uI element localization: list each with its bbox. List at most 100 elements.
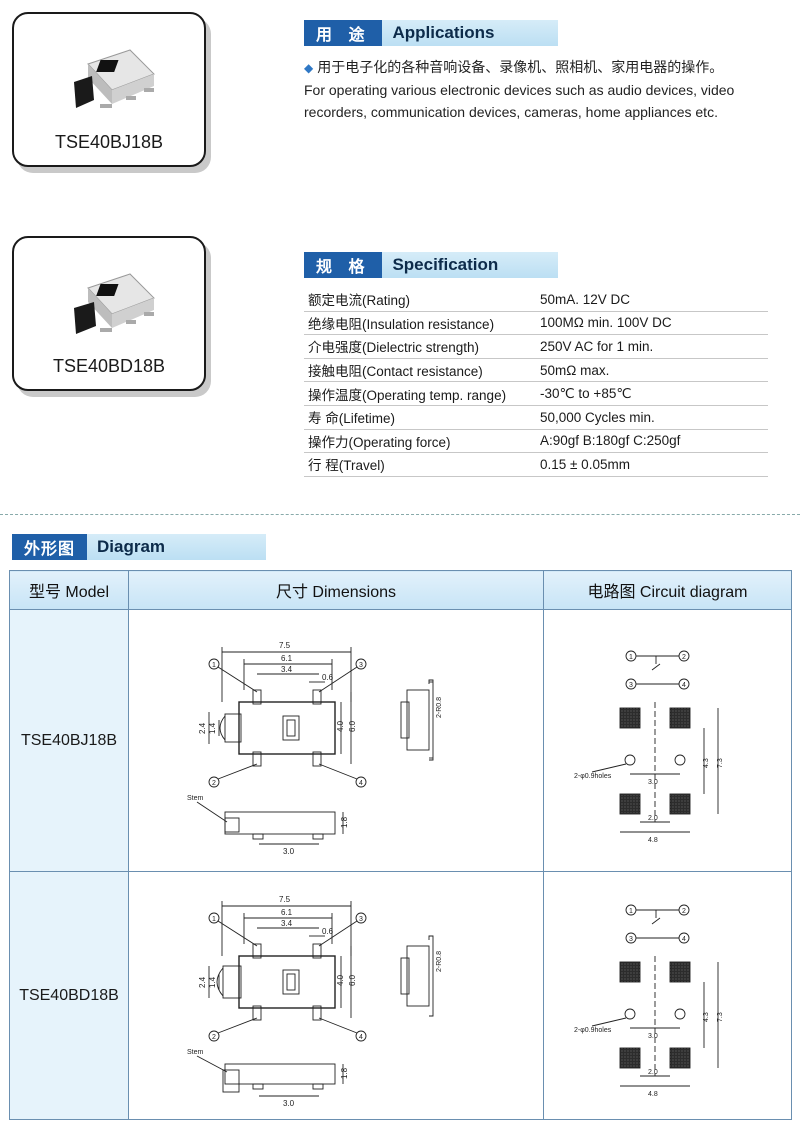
dim-6-1: 6.1 xyxy=(281,908,293,917)
circuit-dim-4-3: 4.3 xyxy=(703,1012,710,1022)
pin-label-3: 3 xyxy=(359,662,363,669)
circuit-diagram-svg: 1 2 3 4 xyxy=(574,650,724,844)
dimension-drawing-svg: 7.5 6.1 3.4 0.6 1 3 2 4 xyxy=(187,641,443,856)
spec-value: 50,000 Cycles min. xyxy=(530,405,768,430)
diagram-row: TSE40BJ18B 7.5 6.1 3.4 0.6 1 3 xyxy=(9,609,792,872)
spec-row: 操作温度(Operating temp. range)-30℃ to +85℃ xyxy=(304,381,768,406)
pin-label-2: 2 xyxy=(212,1034,216,1041)
pin-label-3: 3 xyxy=(359,916,363,923)
circuit-diagram-svg: 1 2 3 4 xyxy=(574,904,724,1098)
spec-value: 250V AC for 1 min. xyxy=(530,334,768,359)
dim-3-4: 3.4 xyxy=(281,665,293,674)
circuit-dim-7-3: 7.3 xyxy=(717,1012,724,1022)
diagram-model-name: TSE40BJ18B xyxy=(9,609,129,872)
stem-label: Stem xyxy=(187,795,204,802)
circuit-dim-4-8: 4.8 xyxy=(648,837,658,844)
circuit-dim-2-0: 2.0 xyxy=(648,815,658,822)
dim-6-1: 6.1 xyxy=(281,654,293,663)
dim-3-0: 3.0 xyxy=(283,1099,295,1108)
circuit-dim-3-0: 3.0 xyxy=(648,779,658,786)
diagram-model-name: TSE40BD18B xyxy=(9,871,129,1120)
applications-title-en: Applications xyxy=(382,20,558,46)
switch-photo-icon xyxy=(74,49,155,108)
diagram-table: 型号 Model 尺寸 Dimensions 电路图 Circuit diagr… xyxy=(9,570,792,1120)
dim-6-0: 6.0 xyxy=(348,974,357,986)
applications-title-zh: 用 途 xyxy=(304,20,383,46)
spec-row: 绝缘电阻(Insulation resistance)100MΩ min. 10… xyxy=(304,311,768,336)
spec-row: 行 程(Travel)0.15 ± 0.05mm xyxy=(304,452,768,477)
pin-label-4: 4 xyxy=(359,1034,363,1041)
diagram-title-zh: 外形图 xyxy=(12,534,88,560)
header-dimensions: 尺寸 Dimensions xyxy=(128,570,544,610)
spec-value: 100MΩ min. 100V DC xyxy=(530,311,768,336)
specification-title-en: Specification xyxy=(382,252,558,278)
specification-title-zh: 规 格 xyxy=(304,252,383,278)
diagram-title-en: Diagram xyxy=(87,534,266,560)
dim-1-8: 1.8 xyxy=(340,816,349,828)
circuit-dim-4-3: 4.3 xyxy=(703,758,710,768)
spec-row: 接触电阻(Contact resistance)50mΩ max. xyxy=(304,358,768,383)
header-model: 型号 Model xyxy=(9,570,129,610)
specification-table: 额定电流(Rating)50mA. 12V DC 绝缘电阻(Insulation… xyxy=(304,288,768,477)
dim-0-6: 0.6 xyxy=(322,673,334,682)
circuit-pin-2: 2 xyxy=(682,908,686,915)
specification-header: 规 格 Specification xyxy=(304,252,558,278)
circuit-dim-2-0: 2.0 xyxy=(648,1069,658,1076)
spec-row: 介电强度(Dielectric strength)250V AC for 1 m… xyxy=(304,334,768,359)
spec-label: 行 程(Travel) xyxy=(304,452,530,477)
dim-1-8: 1.8 xyxy=(340,1067,349,1079)
circuit-pin-1: 1 xyxy=(629,908,633,915)
spec-value: A:90gf B:180gf C:250gf xyxy=(530,429,768,454)
header-circuit: 电路图 Circuit diagram xyxy=(543,570,792,610)
product-name: TSE40BJ18B xyxy=(54,132,164,152)
applications-text-en: For operating various electronic devices… xyxy=(304,82,735,120)
stem-label: Stem xyxy=(187,1049,204,1056)
dim-7-5: 7.5 xyxy=(279,641,291,650)
spec-value: -30℃ to +85℃ xyxy=(530,381,768,406)
dim-2-4: 2.4 xyxy=(198,722,207,734)
spec-value: 50mΩ max. xyxy=(530,358,768,383)
product-card-1: TSE40BJ18B xyxy=(12,12,206,167)
circuit-dim-7-3: 7.3 xyxy=(717,758,724,768)
spec-row: 操作力(Operating force)A:90gf B:180gf C:250… xyxy=(304,429,768,454)
dim-0-6: 0.6 xyxy=(322,927,334,936)
circuit-holes: 2-φ0.9holes xyxy=(574,773,612,780)
dim-3-0: 3.0 xyxy=(283,847,295,856)
spec-label: 额定电流(Rating) xyxy=(304,288,530,312)
dim-7-5: 7.5 xyxy=(279,895,291,904)
circuit-pin-4: 4 xyxy=(682,936,686,943)
circuit-pin-2: 2 xyxy=(682,654,686,661)
section-divider xyxy=(0,514,800,515)
spec-value: 50mA. 12V DC xyxy=(530,288,768,312)
dimension-drawing: 7.5 6.1 3.4 0.6 1 3 2 4 xyxy=(128,609,544,872)
spec-row: 寿 命(Lifetime)50,000 Cycles min. xyxy=(304,405,768,430)
circuit-pin-1: 1 xyxy=(629,654,633,661)
product-card-2: TSE40BD18B xyxy=(12,236,206,391)
dim-4-0: 4.0 xyxy=(336,720,345,732)
product-name: TSE40BD18B xyxy=(52,356,166,376)
applications-text-zh: 用于电子化的各种音响设备、录像机、照相机、家用电器的操作。 xyxy=(317,59,724,75)
diamond-bullet-icon: ◆ xyxy=(304,61,314,75)
dim-1-4: 1.4 xyxy=(208,976,217,988)
circuit-pin-3: 3 xyxy=(629,682,633,689)
dim-4-0: 4.0 xyxy=(336,974,345,986)
dim-3-4: 3.4 xyxy=(281,919,293,928)
spec-label: 接触电阻(Contact resistance) xyxy=(304,358,530,383)
circuit-diagram: 1 2 3 4 xyxy=(543,871,792,1120)
circuit-pin-4: 4 xyxy=(682,682,686,689)
circuit-holes: 2-φ0.9holes xyxy=(574,1027,612,1034)
dimension-drawing-svg: 7.5 6.1 3.4 0.6 1 3 2 4 xyxy=(187,895,443,1108)
diagram-header: 外形图 Diagram xyxy=(12,534,266,560)
pin-label-2: 2 xyxy=(212,780,216,787)
spec-label: 寿 命(Lifetime) xyxy=(304,405,530,430)
diagram-header-row: 型号 Model 尺寸 Dimensions 电路图 Circuit diagr… xyxy=(9,570,792,610)
spec-label: 操作力(Operating force) xyxy=(304,429,530,454)
spec-label: 介电强度(Dielectric strength) xyxy=(304,334,530,359)
pin-label-4: 4 xyxy=(359,780,363,787)
circuit-dim-3-0: 3.0 xyxy=(648,1033,658,1040)
applications-header: 用 途 Applications xyxy=(304,20,558,46)
circuit-pin-3: 3 xyxy=(629,936,633,943)
dim-2-4: 2.4 xyxy=(198,976,207,988)
dim-2-r0-8: 2-R0.8 xyxy=(436,696,443,717)
switch-photo-icon xyxy=(74,273,155,334)
